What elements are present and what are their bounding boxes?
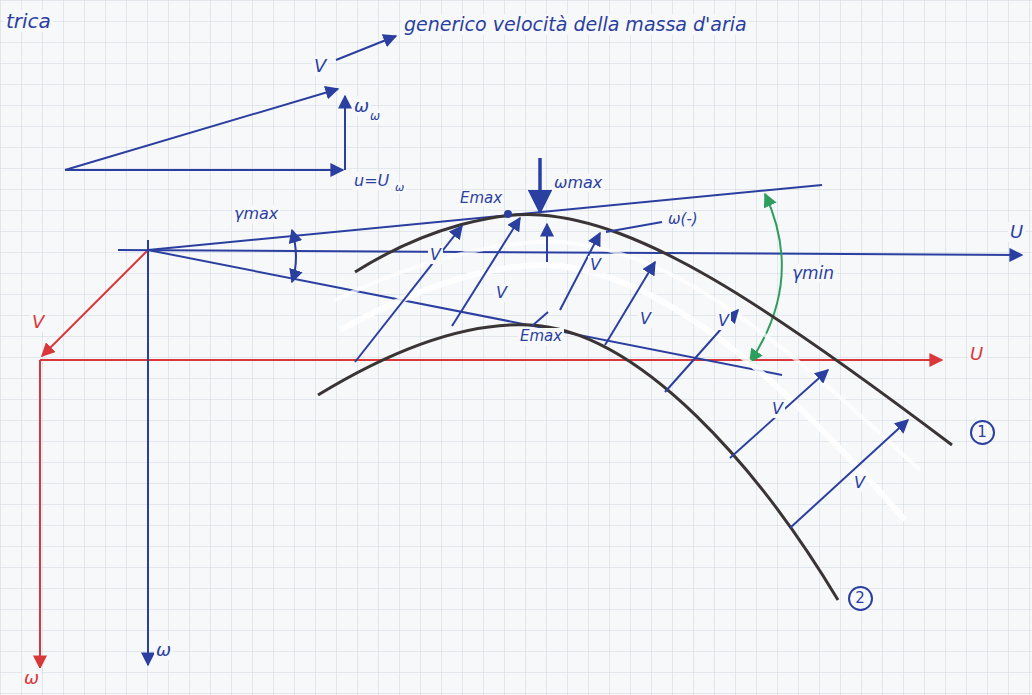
vector-name: V	[852, 474, 867, 492]
note-text: generico velocità della massa d'aria	[402, 14, 749, 35]
velocity-triangle	[65, 36, 396, 170]
fragment-text: trica	[4, 10, 53, 32]
axis-name: ω	[22, 668, 41, 688]
vector-name: V	[312, 56, 328, 76]
axis-name: U	[1008, 222, 1025, 242]
vector-name: V	[428, 246, 443, 264]
vector-name: V	[770, 400, 785, 418]
vector-name: V	[494, 284, 509, 302]
callout-circle: 1	[970, 420, 995, 445]
vector-name: V	[588, 256, 603, 274]
blue-axes	[118, 185, 1022, 665]
subscript: ω	[368, 110, 382, 123]
red-axes	[40, 250, 942, 668]
axis-name: U	[968, 344, 985, 364]
callout-number: 2	[855, 591, 865, 606]
vector-name: V	[30, 312, 46, 332]
callout-number: 1	[977, 425, 987, 440]
blade-profiles	[318, 215, 952, 600]
point-name: Emax	[518, 328, 564, 345]
axis-name: ω	[154, 640, 173, 660]
component-name: ωmax	[552, 174, 604, 192]
angle-name: γmin	[790, 264, 836, 283]
point-name: Emax	[458, 190, 504, 207]
angle-name: γmax	[232, 205, 280, 223]
component-name: ω(-)	[666, 211, 700, 228]
velocity-vectors	[355, 158, 908, 528]
component-name: u=U	[352, 172, 391, 190]
vector-name: V	[638, 310, 653, 328]
subscript: ω	[393, 182, 406, 194]
vector-name: V	[716, 312, 731, 330]
callout-circle: 2	[848, 586, 873, 611]
